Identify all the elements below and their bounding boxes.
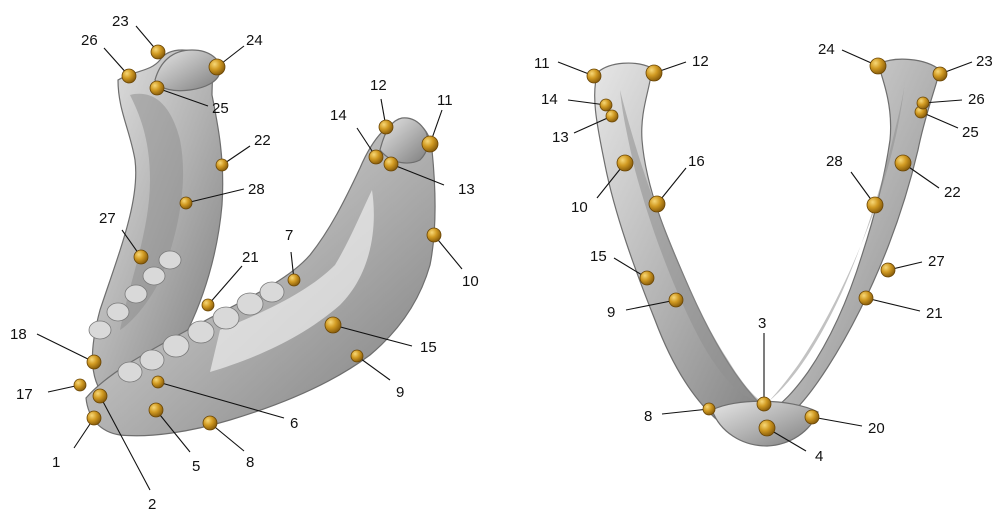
landmark-marker-right-3 <box>757 397 771 411</box>
landmark-marker-right-16 <box>649 196 665 212</box>
landmark-label: 2 <box>148 496 156 513</box>
landmark-label: 20 <box>868 420 885 437</box>
landmark-label: 24 <box>246 32 263 49</box>
landmark-label: 12 <box>370 77 387 94</box>
landmark-marker-left-5 <box>149 403 163 417</box>
landmark-label: 14 <box>541 91 558 108</box>
landmark-label: 15 <box>590 248 607 265</box>
landmark-marker-left-7 <box>288 274 300 286</box>
landmark-marker-left-24 <box>209 59 225 75</box>
landmark-marker-left-18 <box>87 355 101 369</box>
landmark-marker-right-12 <box>646 65 662 81</box>
landmark-label: 18 <box>10 326 27 343</box>
landmark-marker-right-27 <box>881 263 895 277</box>
landmark-marker-right-15 <box>640 271 654 285</box>
landmark-marker-right-26 <box>917 97 929 109</box>
landmark-marker-right-11 <box>587 69 601 83</box>
landmark-marker-left-23 <box>151 45 165 59</box>
landmark-label: 6 <box>290 415 298 432</box>
landmark-label: 1 <box>52 454 60 471</box>
landmark-label: 28 <box>248 181 265 198</box>
landmark-label: 26 <box>81 32 98 49</box>
landmark-label: 8 <box>246 454 254 471</box>
landmark-marker-left-26 <box>122 69 136 83</box>
landmark-label: 13 <box>458 181 475 198</box>
landmark-marker-right-20 <box>805 410 819 424</box>
landmark-label: 12 <box>692 53 709 70</box>
landmark-marker-left-9 <box>351 350 363 362</box>
landmark-label: 13 <box>552 129 569 146</box>
landmark-label: 22 <box>944 184 961 201</box>
landmark-marker-left-27 <box>134 250 148 264</box>
landmark-label: 3 <box>758 315 766 332</box>
right-view-left-arm <box>595 63 775 440</box>
landmark-marker-right-28 <box>867 197 883 213</box>
landmark-label: 9 <box>396 384 404 401</box>
landmark-marker-left-11 <box>422 136 438 152</box>
landmark-label: 23 <box>976 53 993 70</box>
landmark-marker-left-12 <box>379 120 393 134</box>
landmark-marker-right-21 <box>859 291 873 305</box>
landmark-label: 23 <box>112 13 129 30</box>
landmark-marker-right-23 <box>933 67 947 81</box>
landmark-marker-left-14 <box>369 150 383 164</box>
landmark-marker-left-6 <box>152 376 164 388</box>
landmark-label: 26 <box>968 91 985 108</box>
landmark-marker-left-17 <box>74 379 86 391</box>
landmark-label: 10 <box>462 273 479 290</box>
landmark-marker-left-21 <box>202 299 214 311</box>
landmark-label: 16 <box>688 153 705 170</box>
landmark-label: 17 <box>16 386 33 403</box>
landmark-marker-right-14 <box>600 99 612 111</box>
landmark-marker-right-22 <box>895 155 911 171</box>
landmark-marker-right-9 <box>669 293 683 307</box>
landmark-label: 25 <box>212 100 229 117</box>
landmark-marker-left-28 <box>180 197 192 209</box>
landmark-label: 8 <box>644 408 652 425</box>
right-view-right-arm <box>768 59 940 440</box>
landmark-label: 25 <box>962 124 979 141</box>
landmark-marker-right-10 <box>617 155 633 171</box>
landmark-marker-right-13 <box>606 110 618 122</box>
landmark-label: 15 <box>420 339 437 356</box>
landmark-label: 22 <box>254 132 271 149</box>
landmark-label: 27 <box>928 253 945 270</box>
landmark-marker-left-8 <box>203 416 217 430</box>
landmark-label: 11 <box>534 55 550 72</box>
landmark-label: 11 <box>437 92 453 109</box>
landmark-label: 7 <box>285 227 293 244</box>
landmark-marker-left-2 <box>93 389 107 403</box>
landmark-label: 9 <box>607 304 615 321</box>
landmark-label: 14 <box>330 107 347 124</box>
landmark-label: 4 <box>815 448 823 465</box>
landmark-marker-left-22 <box>216 159 228 171</box>
landmark-label: 10 <box>571 199 588 216</box>
right-mandible-view <box>595 59 940 446</box>
landmark-label: 21 <box>242 249 259 266</box>
landmark-marker-left-13 <box>384 157 398 171</box>
landmark-label: 28 <box>826 153 843 170</box>
landmark-marker-left-10 <box>427 228 441 242</box>
landmark-marker-left-25 <box>150 81 164 95</box>
landmark-marker-left-1 <box>87 411 101 425</box>
landmark-marker-right-8 <box>703 403 715 415</box>
landmark-marker-left-15 <box>325 317 341 333</box>
landmark-marker-right-24 <box>870 58 886 74</box>
landmark-label: 21 <box>926 305 943 322</box>
landmark-label: 5 <box>192 458 200 475</box>
landmark-label: 24 <box>818 41 835 58</box>
landmark-label: 27 <box>99 210 116 227</box>
landmark-marker-right-4 <box>759 420 775 436</box>
